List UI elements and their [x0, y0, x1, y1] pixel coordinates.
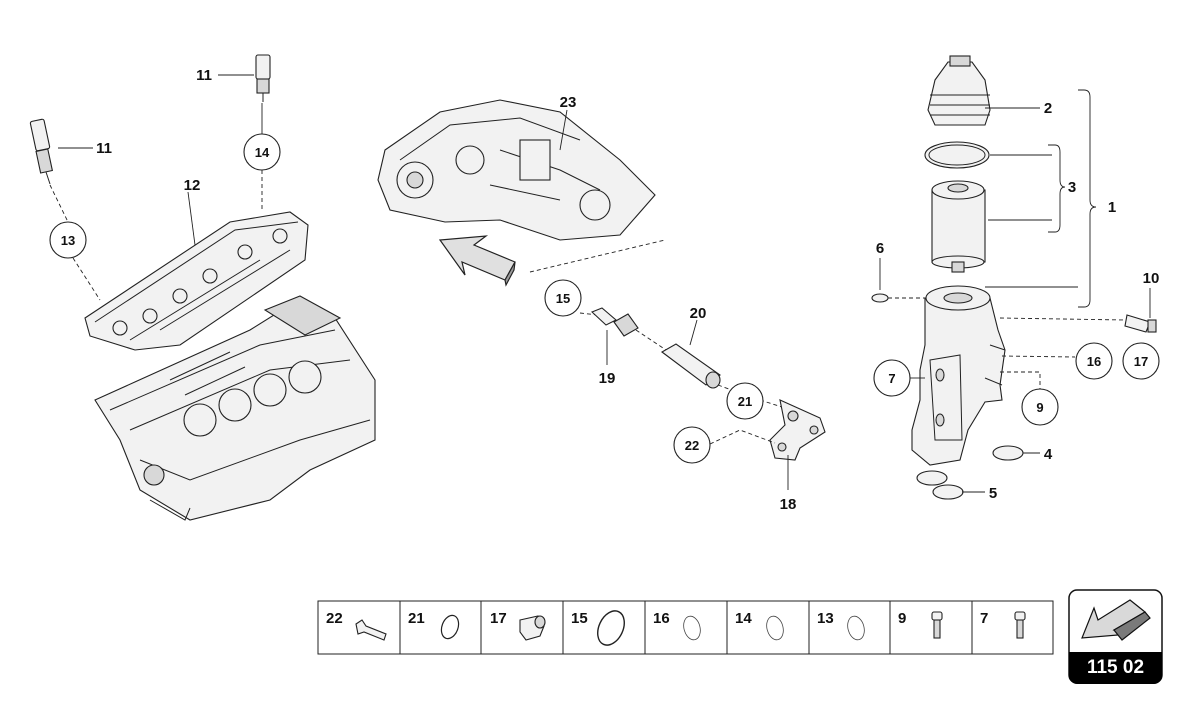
label-20: 20 [690, 305, 707, 322]
label-11-top: 11 [196, 67, 212, 84]
cylinder-head-part-12 [84, 211, 309, 351]
svg-text:14: 14 [735, 610, 752, 627]
label-12: 12 [184, 177, 201, 194]
legend-cell-13: 13 [817, 610, 865, 641]
callout-7: 7 [873, 359, 911, 397]
legend-cell-9: 9 [898, 610, 943, 639]
filter-housing-part-1 [911, 285, 1006, 466]
callout-13: 13 [49, 221, 87, 259]
pipe-part-20 [661, 343, 721, 389]
small-parts-legend: 22 21 17 15 16 14 13 9 [317, 600, 1054, 655]
svg-text:17: 17 [1134, 354, 1148, 369]
label-10: 10 [1143, 270, 1160, 287]
callout-22: 22 [673, 426, 711, 464]
label-5: 5 [989, 485, 997, 502]
label-23: 23 [560, 94, 577, 111]
label-1: 1 [1108, 199, 1116, 216]
callout-9: 9 [1021, 388, 1059, 426]
callout-14: 14 [243, 133, 281, 171]
oring-part-5b [932, 484, 964, 500]
page-number-label: 115 02 [1069, 652, 1162, 684]
engine-block-illustration [94, 295, 376, 521]
gasket-part-6 [871, 293, 889, 303]
svg-text:16: 16 [653, 610, 670, 627]
svg-text:14: 14 [255, 145, 270, 160]
svg-text:9: 9 [1036, 400, 1043, 415]
label-6: 6 [876, 240, 884, 257]
svg-text:15: 15 [571, 610, 588, 627]
svg-text:7: 7 [980, 610, 988, 627]
svg-text:15: 15 [556, 291, 570, 306]
svg-text:13: 13 [61, 233, 75, 248]
svg-text:21: 21 [738, 394, 752, 409]
svg-text:21: 21 [408, 610, 425, 627]
oring-part-5a [916, 470, 948, 486]
filter-cartridge-part-3 [931, 180, 986, 273]
svg-text:7: 7 [888, 371, 895, 386]
sensor-part-10 [1124, 314, 1157, 333]
legend-cell-7: 7 [980, 610, 1026, 639]
svg-text:13: 13 [817, 610, 834, 627]
label-2: 2 [1044, 100, 1052, 117]
tube-connector-part-19 [590, 307, 639, 337]
callout-15: 15 [544, 279, 582, 317]
callout-16: 16 [1075, 342, 1113, 380]
svg-text:22: 22 [685, 438, 699, 453]
label-18: 18 [780, 496, 797, 513]
legend-cell-17: 17 [490, 610, 546, 641]
label-19: 19 [599, 370, 616, 387]
oring-part-3 [924, 141, 990, 169]
callout-21: 21 [726, 382, 764, 420]
svg-text:16: 16 [1087, 354, 1101, 369]
sensor-part-11-left [29, 118, 54, 185]
legend-cell-14: 14 [735, 610, 784, 641]
direction-arrow-icon [438, 235, 516, 287]
legend-cell-15: 15 [571, 610, 625, 646]
legend-cell-21: 21 [408, 610, 460, 640]
label-11-left: 11 [96, 140, 112, 157]
filter-cap-part-2 [927, 55, 991, 126]
svg-text:9: 9 [898, 610, 906, 627]
oil-cooler-housing-part-23 [377, 99, 656, 241]
label-3: 3 [1068, 179, 1076, 196]
legend-cell-22: 22 [326, 610, 387, 641]
callout-17: 17 [1122, 342, 1160, 380]
svg-text:17: 17 [490, 610, 507, 627]
legend-cell-16: 16 [653, 610, 701, 641]
flange-part-18 [769, 399, 826, 461]
sensor-part-11-top [255, 54, 271, 102]
label-4: 4 [1044, 446, 1053, 463]
oring-part-4 [992, 445, 1024, 461]
svg-text:22: 22 [326, 610, 343, 627]
